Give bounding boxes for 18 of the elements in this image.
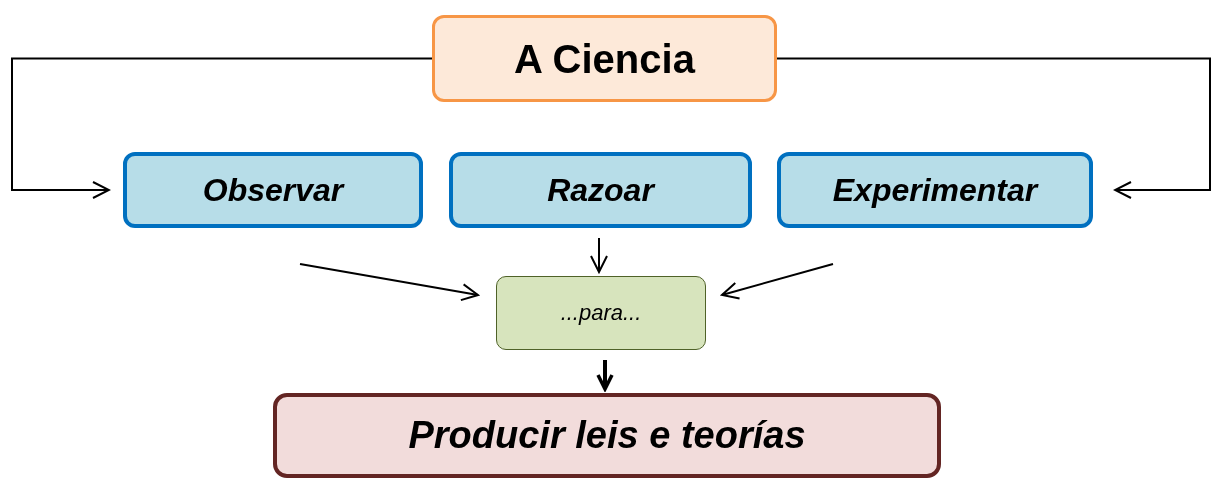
process-box xyxy=(777,152,1093,228)
node-label: A Ciencia xyxy=(514,35,695,82)
arrow xyxy=(590,237,608,273)
arrow xyxy=(299,263,479,302)
node-label: Producir leis e teorías xyxy=(408,413,806,458)
arrow xyxy=(721,263,834,300)
title-box xyxy=(432,15,777,102)
arrow xyxy=(596,360,614,391)
node-label: Experimentar xyxy=(832,171,1038,209)
node-label: ...para... xyxy=(560,300,642,326)
arrow xyxy=(11,57,433,199)
arrow xyxy=(776,57,1211,199)
node-label: Razoar xyxy=(547,171,654,209)
process-box xyxy=(449,152,752,228)
result-box xyxy=(273,393,941,478)
process-box xyxy=(123,152,423,228)
node-label: Observar xyxy=(202,171,344,209)
connector-box xyxy=(496,276,706,350)
